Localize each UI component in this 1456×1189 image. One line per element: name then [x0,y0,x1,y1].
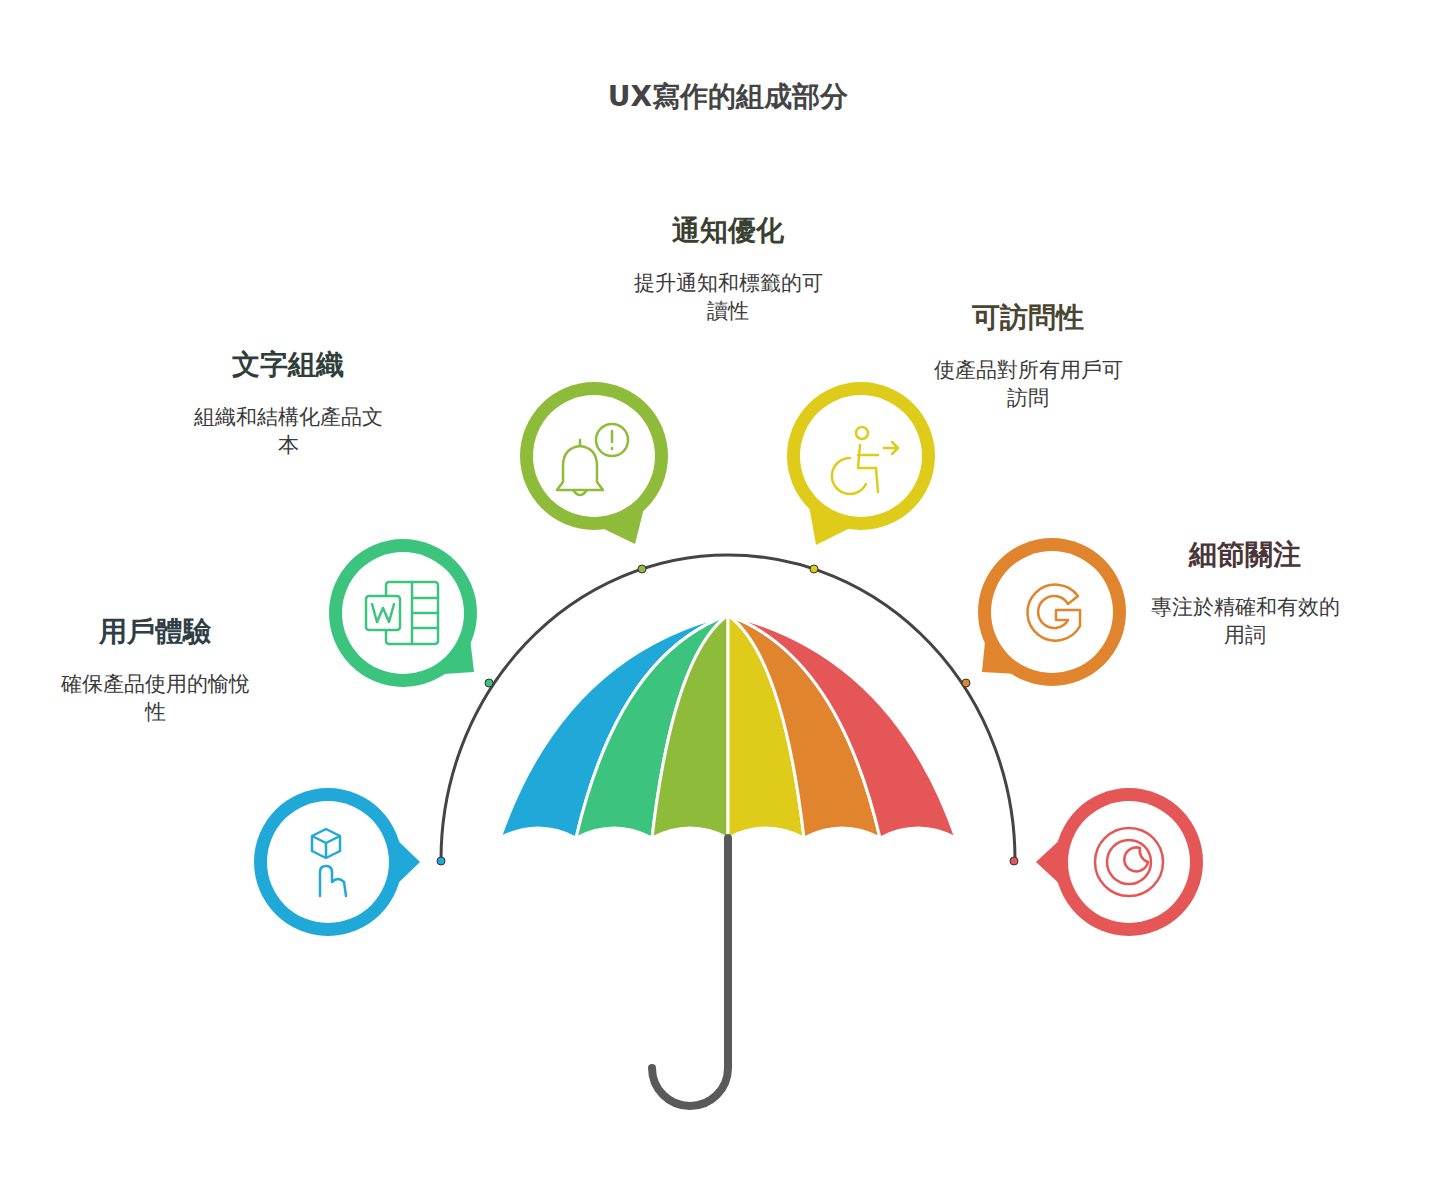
umbrella-canopy [500,615,956,838]
component-heading: 用戶體驗 [45,614,265,650]
component-description: 專注於精確和有效的用詞 [1145,593,1345,649]
canopy-segment [576,615,728,838]
component-description: 提升通知和標籤的可讀性 [628,269,828,325]
canopy-segment [728,615,956,838]
component-heading: 細節關注 [1135,537,1355,573]
component-text: 細節關注專注於精確和有效的用詞 [1135,537,1355,649]
arc-line [441,555,1015,860]
canopy-segment [652,615,728,838]
bubble-ring [520,382,668,530]
component-text: 文字組織組織和結構化產品文本 [178,347,398,459]
icon-bubbles [254,382,1203,936]
icons [312,424,1163,896]
component-description: 使產品對所有用戶可訪問 [928,356,1128,412]
bubble-inner [267,801,389,923]
bubble-ring [254,788,402,936]
umbrella-handle [652,838,728,1106]
bubble-ring [978,538,1126,686]
diagram-title: UX寫作的組成部分 [0,78,1456,116]
bubble-inner [1068,801,1190,923]
bubble-ring [329,539,477,687]
component-text: 可訪問性使產品對所有用戶可訪問 [918,300,1138,412]
component-heading: 通知優化 [618,213,838,249]
component-text: 用戶體驗確保產品使用的愉悅性 [45,614,265,726]
component-description: 組織和結構化產品文本 [188,403,388,459]
bubble-inner [533,395,655,517]
bubble-inner [342,552,464,674]
bubble-ring [787,382,935,530]
canopy-segment [500,615,728,838]
component-heading: 可訪問性 [918,300,1138,336]
component-description: 確保產品使用的愉悅性 [55,670,255,726]
bubble-ring [1055,788,1203,936]
bubble-inner [991,551,1113,673]
component-heading: 文字組織 [178,347,398,383]
arc-dots [437,565,1018,865]
bubble-inner [800,395,922,517]
component-text: 通知優化提升通知和標籤的可讀性 [618,213,838,325]
